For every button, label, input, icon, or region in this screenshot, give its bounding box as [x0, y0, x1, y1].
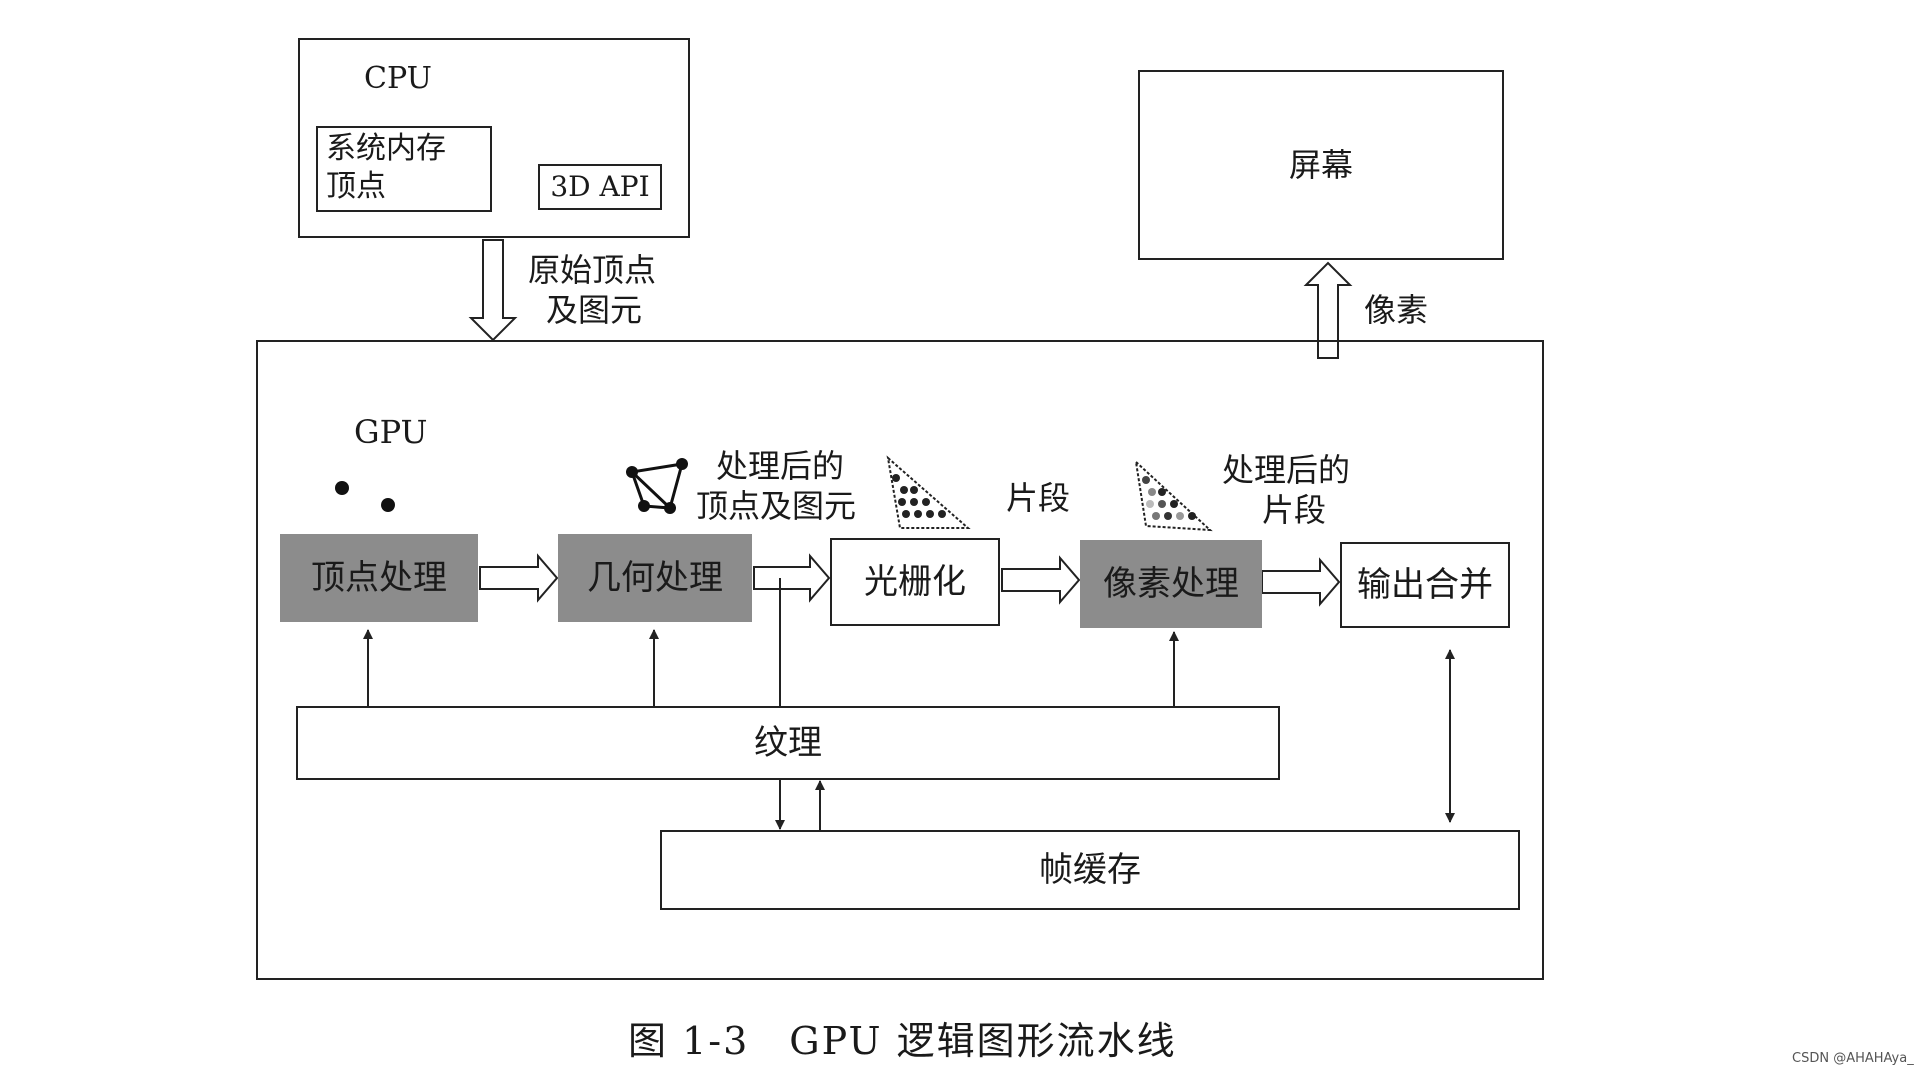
vertex-dot [381, 498, 395, 512]
processed-fragments-label: 处理后的 [1222, 451, 1351, 489]
cpu-to-gpu-arrow [468, 239, 518, 342]
primitive-icon [626, 458, 688, 514]
processed-fragments-label-2: 片段 [1262, 491, 1327, 529]
system-memory-box [316, 126, 492, 212]
vertex-processing-stage: 顶点处理 [280, 534, 478, 622]
cpu-label: CPU [364, 61, 432, 96]
processed-fragment-triangle-icon [1134, 459, 1213, 532]
processed-primitives-label: 顶点及图元 [696, 487, 857, 525]
output-merge-stage: 输出合并 [1340, 542, 1510, 628]
geometry-processing-stage: 几何处理 [558, 534, 752, 622]
rasterization-stage: 光栅化 [830, 538, 1000, 626]
gpu-label: GPU [354, 413, 428, 451]
fragments-label: 片段 [1006, 479, 1071, 517]
processed-vertices-label: 处理后的 [716, 447, 845, 485]
watermark: CSDN @AHAHAya_ [1792, 1051, 1914, 1066]
primitives-label: 及图元 [546, 291, 643, 329]
vertex-dot [335, 481, 349, 495]
vertex-to-geometry-arrow [479, 553, 559, 603]
geometry-to-raster-arrow [753, 553, 831, 603]
figure-caption: 图 1-3 GPU 逻辑图形流水线 [628, 1019, 1177, 1063]
gpu-box [256, 340, 1544, 980]
pixel-processing-stage: 像素处理 [1080, 540, 1262, 628]
pixel-to-merge-arrow [1261, 557, 1341, 607]
fragment-triangle-icon [886, 455, 971, 529]
api-box: 3D API [538, 164, 662, 210]
pixels-label: 像素 [1364, 291, 1429, 329]
vertex-label: 顶点 [326, 169, 386, 204]
gpu-to-screen-arrow [1303, 261, 1353, 359]
system-memory-label: 系统内存 [326, 131, 446, 166]
raster-to-pixel-arrow [1001, 555, 1081, 605]
framebuffer-memory: 帧缓存 [660, 830, 1520, 910]
texture-memory: 纹理 [296, 706, 1280, 780]
raw-vertices-label: 原始顶点 [528, 251, 657, 289]
screen-box: 屏幕 [1138, 70, 1504, 260]
